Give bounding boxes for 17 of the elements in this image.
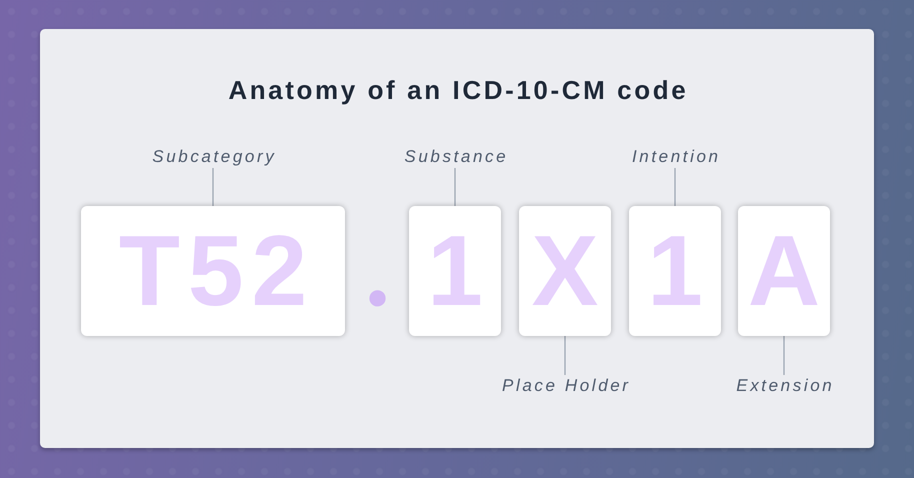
segment-label: Intention — [630, 146, 721, 168]
segment-label: Place Holder — [501, 375, 631, 397]
segment-label: Extension — [735, 375, 834, 397]
code-segment-card — [81, 206, 345, 336]
diagram-title: Anatomy of an ICD-10-CM code — [227, 74, 690, 106]
code-segment-card — [519, 206, 611, 336]
segment-label: Substance — [403, 146, 508, 168]
leader-line — [454, 168, 456, 206]
segment-label: Subcategory — [151, 146, 276, 168]
leader-line — [564, 336, 566, 375]
leader-line — [674, 168, 676, 206]
leader-line — [212, 168, 214, 206]
code-segment-card — [629, 206, 721, 336]
code-segment-card — [409, 206, 501, 336]
leader-line — [783, 336, 785, 375]
decimal-point: . — [365, 272, 390, 308]
code-segment-card — [738, 206, 830, 336]
